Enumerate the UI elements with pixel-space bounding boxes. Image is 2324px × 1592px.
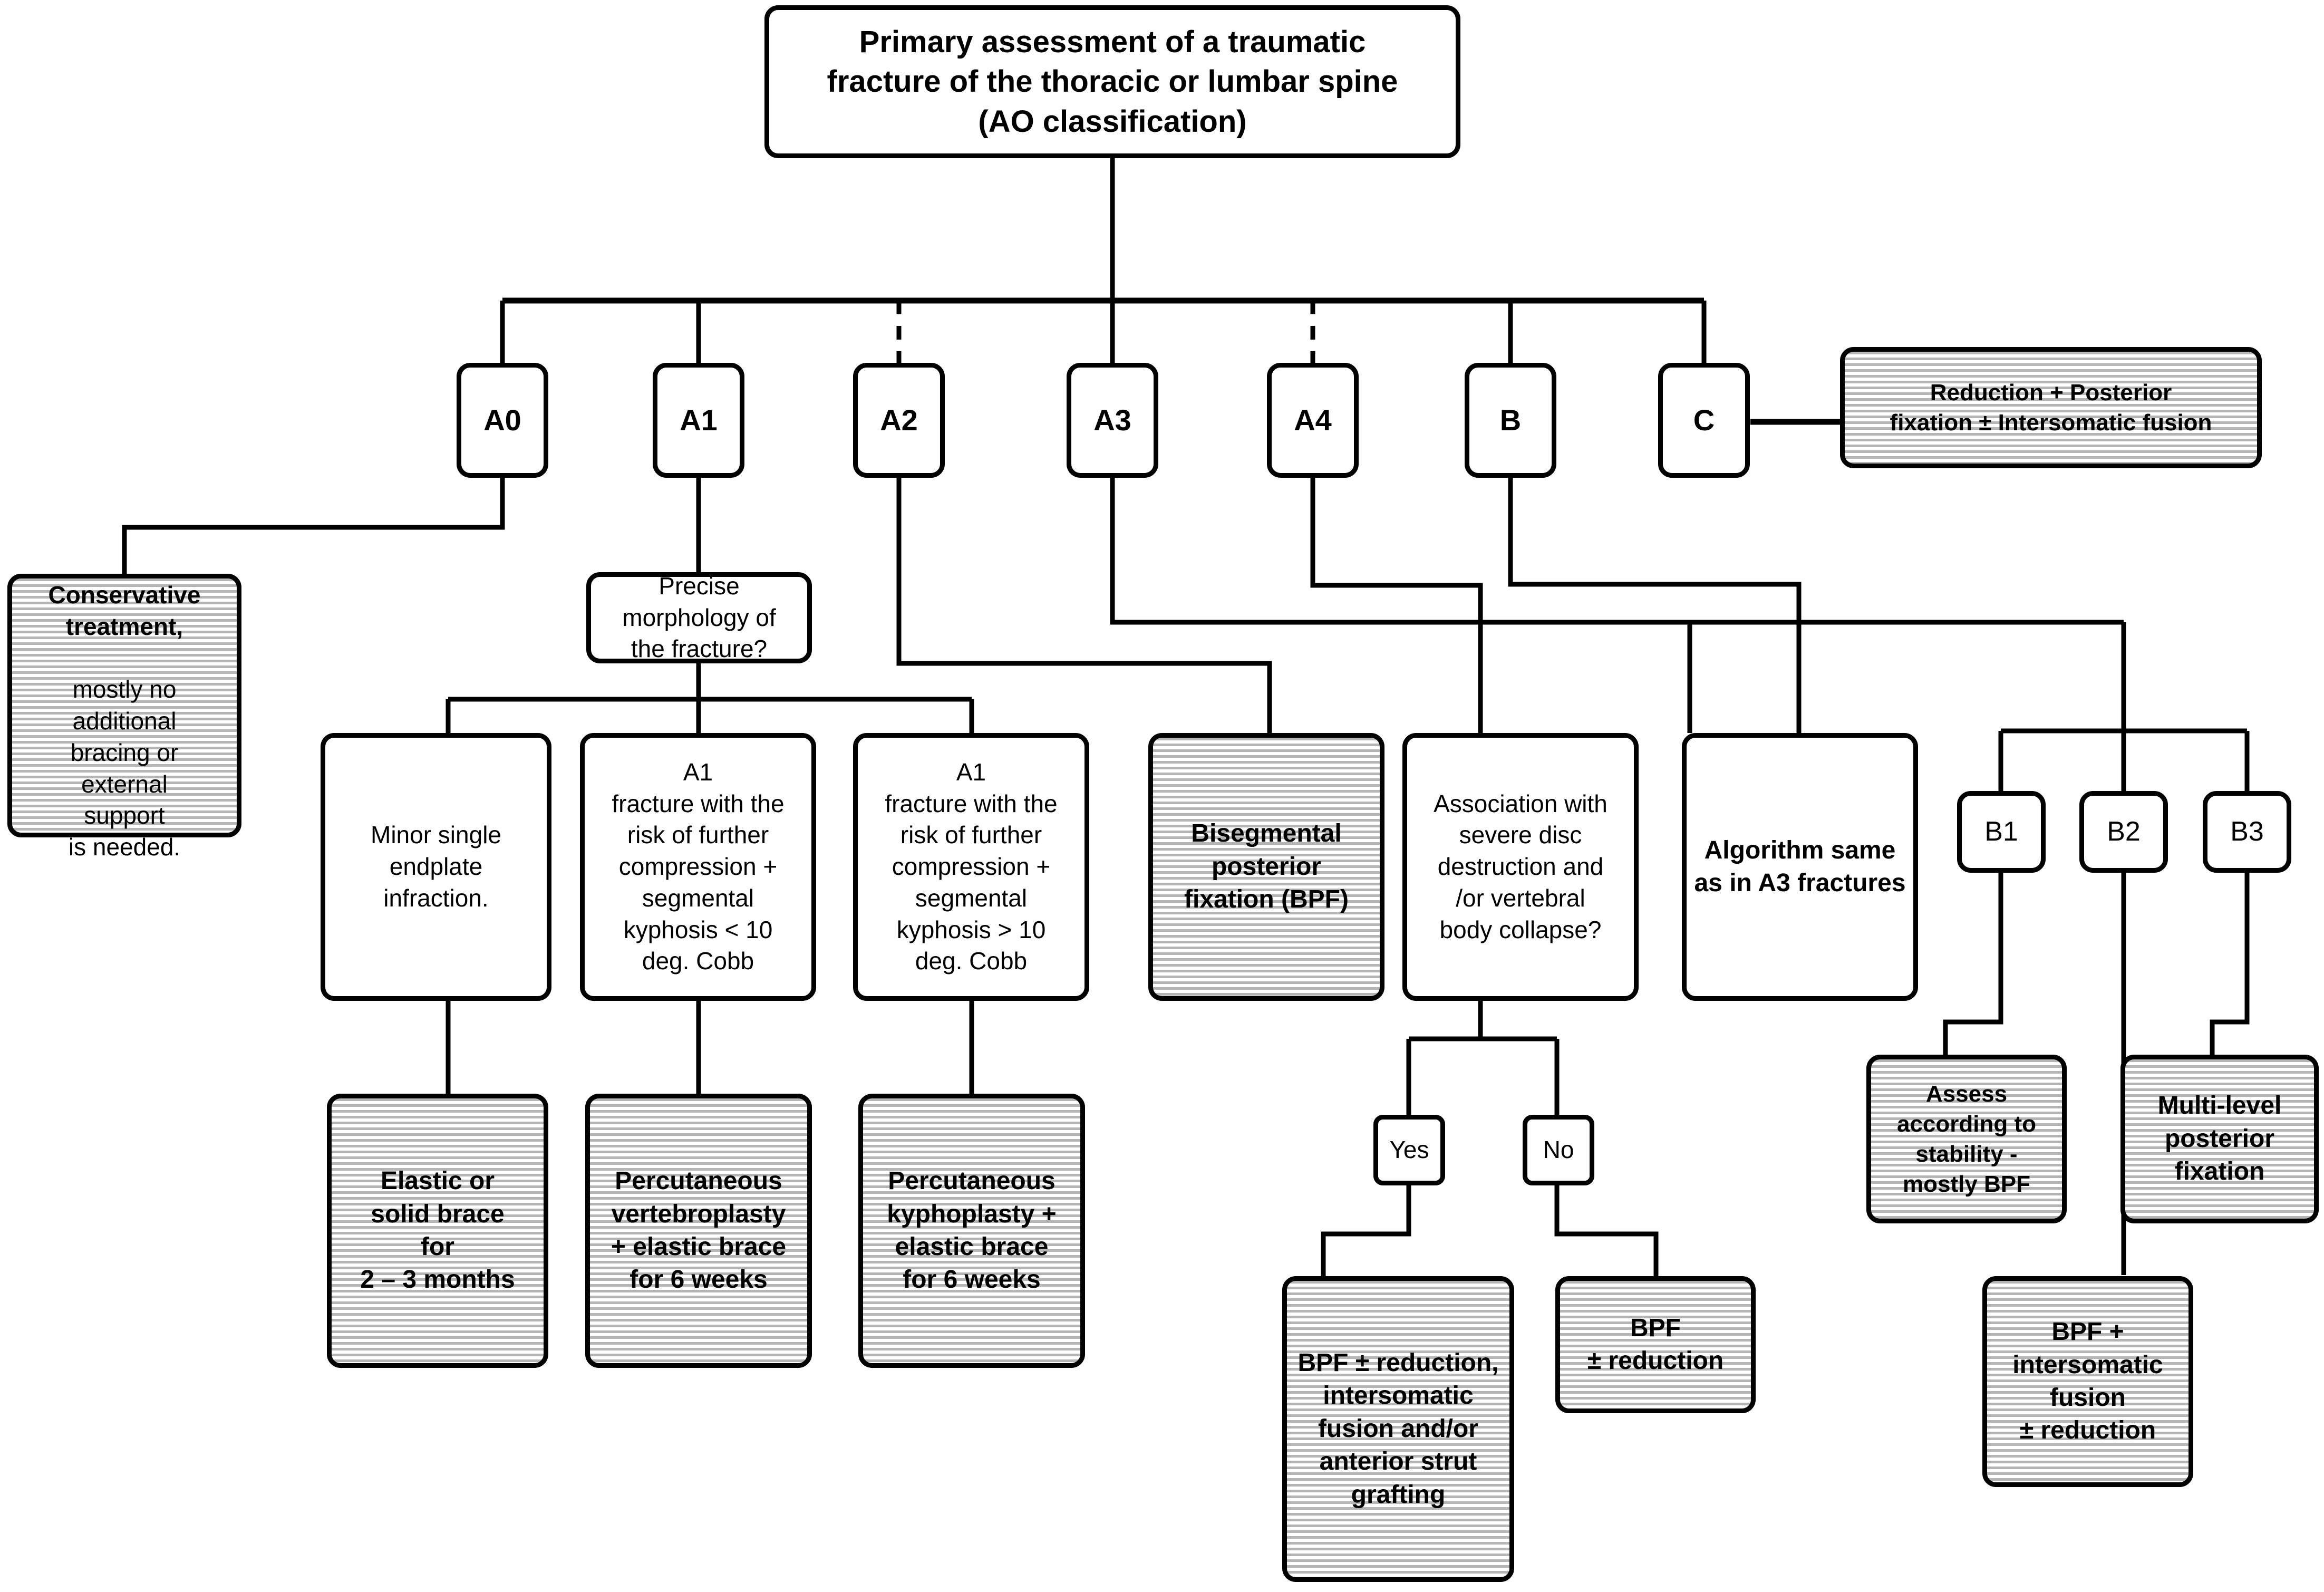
branch-a1-high-kyphosis[interactable]: A1 fracture with the risk of further com… xyxy=(853,733,1089,1001)
treatment-kyphoplasty-label: Percutaneous kyphoplasty + elastic brace… xyxy=(887,1167,1057,1294)
class-label-a1: A1 xyxy=(680,403,718,437)
treatment-assess-stability-label: Assess according to stability - mostly B… xyxy=(1896,1080,2037,1198)
subtype-label-b1: B1 xyxy=(1984,816,2018,847)
answer-node-yes[interactable]: Yes xyxy=(1373,1115,1445,1185)
class-label-a2: A2 xyxy=(880,403,918,437)
treatment-conservative[interactable]: Conservative treatment, mostly no additi… xyxy=(7,574,241,861)
class-label-a3: A3 xyxy=(1093,403,1131,437)
subtype-node-b1[interactable]: B1 xyxy=(1957,791,2046,873)
treatment-bisegmental-bpf[interactable]: Bisegmental posterior fixation (BPF) xyxy=(1148,733,1384,1001)
answer-label-yes: Yes xyxy=(1389,1136,1429,1164)
treatment-bpf-reduction-label: BPF ± reduction xyxy=(1587,1314,1724,1375)
decision-a4-association-label: Association with severe disc destruction… xyxy=(1434,789,1608,943)
treatment-assess-stability[interactable]: Assess according to stability - mostly B… xyxy=(1866,1055,2067,1223)
subtype-label-b2: B2 xyxy=(2107,816,2141,847)
treatment-conservative-head: Conservative treatment, xyxy=(48,581,201,640)
branch-b-algorithm-same[interactable]: Algorithm same as in A3 fractures xyxy=(1682,733,1918,1001)
class-label-c: C xyxy=(1693,403,1715,437)
class-node-b[interactable]: B xyxy=(1465,363,1556,478)
class-node-a1[interactable]: A1 xyxy=(653,363,744,478)
treatment-elastic-brace[interactable]: Elastic or solid brace for 2 – 3 months xyxy=(327,1094,548,1368)
treatment-reduction-posterior[interactable]: Reduction + Posterior fixation ± Interso… xyxy=(1840,347,2262,468)
treatment-conservative-body: mostly no additional bracing or external… xyxy=(68,676,181,861)
treatment-bpf-reduction-fusion[interactable]: BPF ± reduction, intersomatic fusion and… xyxy=(1282,1276,1514,1582)
treatment-kyphoplasty[interactable]: Percutaneous kyphoplasty + elastic brace… xyxy=(858,1094,1085,1368)
class-node-a3[interactable]: A3 xyxy=(1067,363,1158,478)
decision-a4-association[interactable]: Association with severe disc destruction… xyxy=(1402,733,1639,1001)
treatment-bisegmental-bpf-label: Bisegmental posterior fixation (BPF) xyxy=(1184,819,1349,914)
treatment-bpf-reduction[interactable]: BPF ± reduction xyxy=(1555,1276,1756,1413)
treatment-vertebroplasty[interactable]: Percutaneous vertebroplasty + elastic br… xyxy=(585,1094,812,1368)
class-node-a2[interactable]: A2 xyxy=(853,363,945,478)
treatment-vertebroplasty-label: Percutaneous vertebroplasty + elastic br… xyxy=(611,1167,787,1294)
treatment-bpf-intersomatic[interactable]: BPF + intersomatic fusion ± reduction xyxy=(1982,1276,2193,1487)
branch-minor-endplate[interactable]: Minor single endplate infraction. xyxy=(321,733,551,1001)
subtype-node-b3[interactable]: B3 xyxy=(2203,791,2291,873)
subtype-node-b2[interactable]: B2 xyxy=(2079,791,2168,873)
treatment-elastic-brace-label: Elastic or solid brace for 2 – 3 months xyxy=(360,1167,515,1294)
root-label: Primary assessment of a traumatic fractu… xyxy=(827,24,1398,139)
answer-label-no: No xyxy=(1543,1136,1574,1164)
class-node-c[interactable]: C xyxy=(1658,363,1750,478)
class-label-a4: A4 xyxy=(1294,403,1332,437)
treatment-multilevel-fixation[interactable]: Multi-level posterior fixation xyxy=(2120,1055,2319,1223)
class-node-a4[interactable]: A4 xyxy=(1267,363,1359,478)
branch-b-algorithm-same-label: Algorithm same as in A3 fractures xyxy=(1694,836,1906,897)
treatment-bpf-reduction-fusion-label: BPF ± reduction, intersomatic fusion and… xyxy=(1297,1349,1499,1509)
subtype-label-b3: B3 xyxy=(2230,816,2264,847)
treatment-reduction-posterior-label: Reduction + Posterior fixation ± Interso… xyxy=(1890,379,2212,436)
decision-a1-morphology[interactable]: Precise morphology of the fracture? xyxy=(586,572,812,663)
branch-a1-low-kyphosis[interactable]: A1 fracture with the risk of further com… xyxy=(580,733,816,1001)
branch-a1-high-kyphosis-label: A1 fracture with the risk of further com… xyxy=(885,758,1058,975)
branch-minor-endplate-label: Minor single endplate infraction. xyxy=(371,821,501,912)
class-label-b: B xyxy=(1499,403,1522,437)
decision-a1-morphology-label: Precise morphology of the fracture? xyxy=(622,572,776,663)
answer-node-no[interactable]: No xyxy=(1523,1115,1594,1185)
treatment-multilevel-fixation-label: Multi-level posterior fixation xyxy=(2157,1092,2282,1186)
class-node-a0[interactable]: A0 xyxy=(457,363,548,478)
treatment-bpf-intersomatic-label: BPF + intersomatic fusion ± reduction xyxy=(2012,1318,2163,1445)
class-label-a0: A0 xyxy=(483,403,521,437)
branch-a1-low-kyphosis-label: A1 fracture with the risk of further com… xyxy=(612,758,785,975)
root-node[interactable]: Primary assessment of a traumatic fractu… xyxy=(764,5,1460,158)
